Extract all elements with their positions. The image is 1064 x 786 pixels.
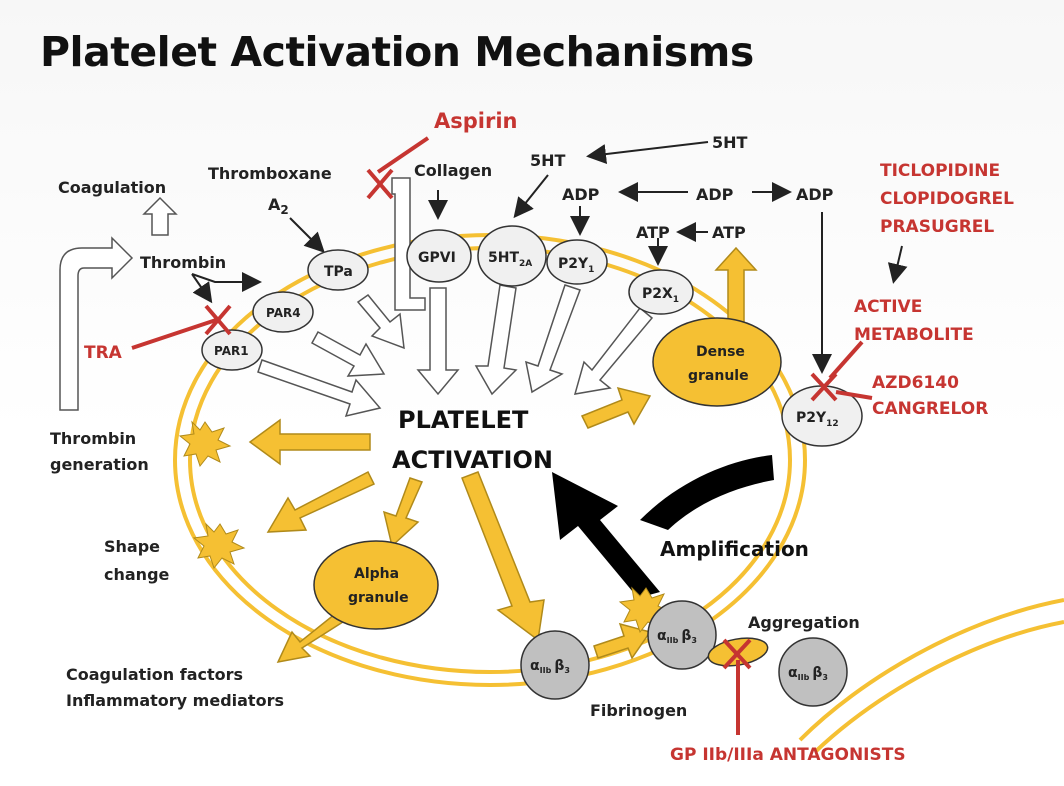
aggregation-label: Aggregation (748, 613, 860, 632)
clopidogrel-label: CLOPIDOGREL (880, 189, 1014, 209)
collagen-label: Collagen (414, 161, 492, 180)
p2y12-receptor-label: P2Y12 (796, 410, 839, 429)
aspirin-label: Aspirin (434, 109, 518, 133)
center-label-line2: ACTIVATION (392, 446, 553, 474)
serotonin-label-left: 5HT (530, 151, 566, 170)
tpa-receptor-label: TPa (324, 264, 353, 280)
gp-antagonists-label: GP IIb/IIIa ANTAGONISTS (670, 745, 906, 765)
granules (313, 317, 782, 630)
adp-label-left: ADP (562, 185, 600, 204)
inflammatory-mediators-label: Inflammatory mediators (66, 691, 284, 710)
bottom-band (0, 766, 1064, 786)
alpha-granule-label-1: Alpha (354, 566, 399, 582)
second-platelet-membrane (798, 598, 1064, 754)
atp-label-right: ATP (712, 223, 746, 242)
azd6140-label: AZD6140 (872, 373, 959, 393)
adp-label-mid: ADP (696, 185, 734, 204)
p2x1-receptor-label: P2X1 (642, 286, 679, 305)
amplification-label: Amplification (660, 537, 809, 561)
p2y1-receptor-label: P2Y1 (558, 256, 594, 275)
amplification-arrow (552, 455, 774, 598)
a2-label: A2 (268, 195, 289, 217)
receptors (201, 225, 863, 447)
dense-granule-label-2: granule (688, 368, 749, 384)
agonist-lines (191, 141, 908, 374)
cangrelor-label: CANGRELOR (872, 399, 988, 419)
thrombin-generation-label-1: Thrombin (50, 429, 136, 448)
atp-label-left: ATP (636, 223, 670, 242)
active-metabolite-label-1: ACTIVE (854, 297, 922, 317)
coagulation-factors-label: Coagulation factors (66, 665, 243, 684)
inhibitor-marks (131, 136, 873, 735)
agonist-signal-arrows (59, 177, 654, 418)
5ht2a-receptor-label: 5HT2A (488, 250, 532, 269)
active-metabolite-label-2: METABOLITE (854, 325, 974, 345)
center-label-line1: PLATELET (398, 406, 529, 434)
tra-label: TRA (84, 343, 123, 363)
coagulation-arrow (142, 196, 178, 236)
thromboxane-label: Thromboxane (208, 164, 332, 183)
serotonin-label-right: 5HT (712, 133, 748, 152)
alpha-granule-label-2: granule (348, 590, 409, 606)
coagulation-label: Coagulation (58, 178, 166, 197)
dense-granule-label-1: Dense (696, 344, 745, 360)
fibrinogen-label: Fibrinogen (590, 701, 687, 720)
adp-label-right: ADP (796, 185, 834, 204)
page-title: Platelet Activation Mechanisms (40, 28, 754, 76)
thrombin-label: Thrombin (140, 253, 226, 272)
ticlopidine-label: TICLOPIDINE (880, 161, 1000, 181)
par1-receptor-label: PAR1 (214, 344, 249, 358)
integrins (520, 600, 848, 707)
shape-change-label-1: Shape (104, 537, 160, 556)
prasugrel-label: PRASUGREL (880, 217, 994, 237)
activation-output-arrows (248, 246, 758, 664)
par4-receptor-label: PAR4 (266, 306, 301, 320)
gpvi-receptor-label: GPVI (418, 250, 456, 266)
shape-change-label-2: change (104, 565, 170, 584)
thrombin-generation-label-2: generation (50, 455, 149, 474)
